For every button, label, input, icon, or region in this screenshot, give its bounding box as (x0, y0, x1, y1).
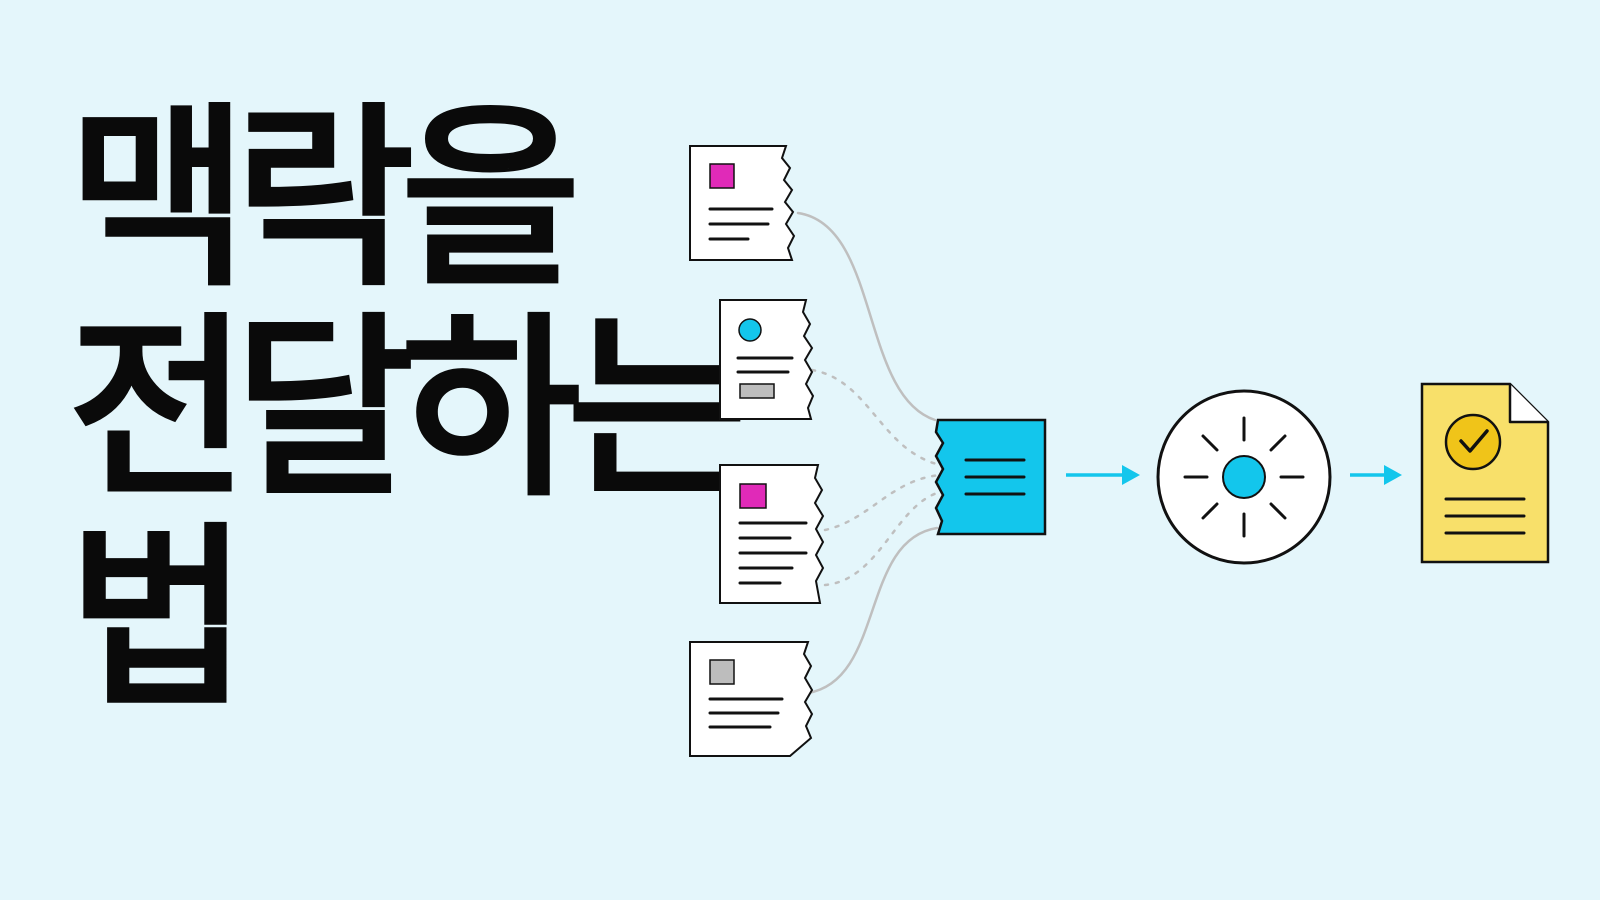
right-arrow-icon (1350, 465, 1402, 485)
headline-line-3: 법 (68, 506, 248, 734)
headline: 맥락을 전달하는 법 (68, 86, 747, 734)
input-document-2 (719, 299, 815, 420)
input-document-3 (719, 464, 825, 604)
connector-doc-2 (810, 368, 942, 467)
merged-document-icon (934, 418, 1047, 536)
gray-square-icon (709, 659, 735, 685)
connector-doc-1 (796, 211, 937, 422)
cyan-circle-icon (738, 318, 762, 342)
headline-line-2: 전달하는 (68, 296, 747, 524)
sunburst-circle-icon (1156, 389, 1332, 565)
input-document-1 (689, 145, 796, 261)
connector-doc-3b (823, 490, 942, 587)
right-arrow-icon (1066, 465, 1140, 485)
connectors (796, 211, 942, 695)
connector-doc-4 (806, 526, 939, 695)
magenta-square-icon (709, 163, 735, 189)
checkmark-document-icon (1420, 382, 1550, 564)
headline-line-1: 맥락을 (68, 86, 581, 314)
gray-bar-icon (739, 383, 775, 399)
input-document-4 (689, 641, 814, 757)
magenta-square-icon (739, 483, 767, 509)
connector-doc-3a (823, 473, 942, 532)
